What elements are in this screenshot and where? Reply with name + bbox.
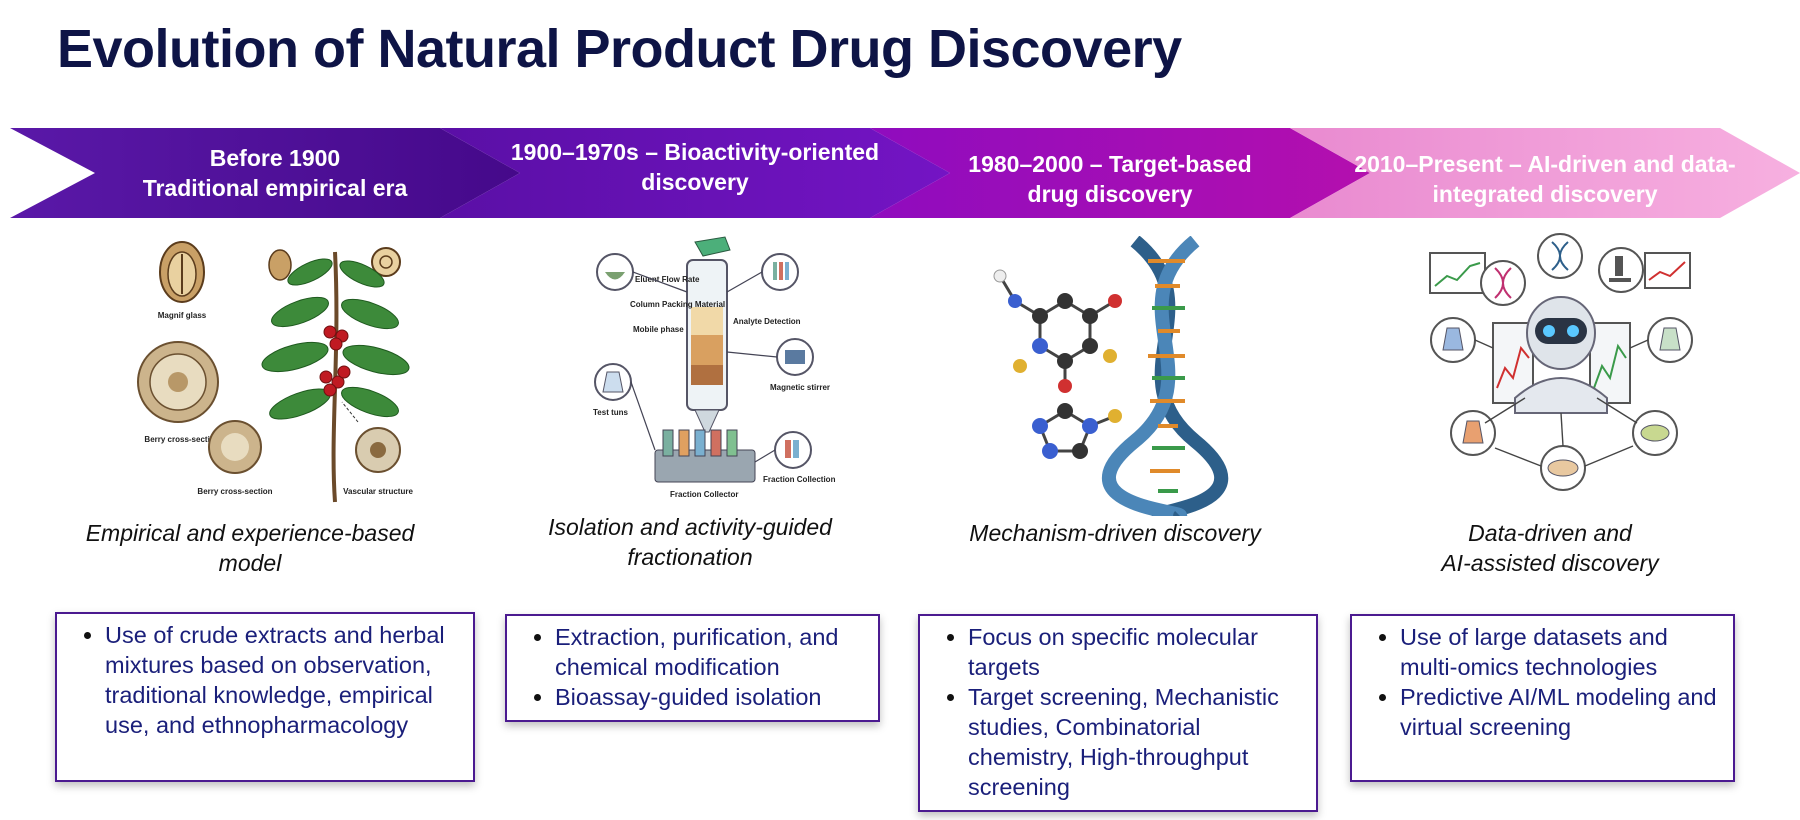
era-arrow-4 — [1290, 128, 1800, 218]
bullet-list-1: Use of crude extracts and herbal mixture… — [71, 620, 463, 740]
bullet-box-3: Focus on specific molecular targets Targ… — [918, 614, 1318, 812]
era-4-line-2: integrated discovery — [1432, 181, 1658, 207]
caption-2: Isolation and activity-guided fractionat… — [510, 512, 870, 572]
bullet-box-1: Use of crude extracts and herbal mixture… — [55, 612, 475, 782]
caption-4: Data-driven and AI-assisted discovery — [1370, 518, 1730, 578]
bullet-2-1: Extraction, purification, and chemical m… — [555, 622, 868, 682]
illus-label-magnif: Magnif glass — [158, 311, 207, 320]
ai-robot-network-icon — [1429, 233, 1693, 491]
bullet-3-1: Focus on specific molecular targets — [968, 622, 1306, 682]
era-1-line-1: Before 1900 — [209, 145, 341, 171]
caption-1-line-1: Empirical and experience-based — [85, 520, 415, 546]
illus-label-fraction-collection: Fraction Collection — [763, 475, 836, 484]
caption-3-line-1: Mechanism-driven discovery — [969, 520, 1261, 546]
molecule-dna-icon — [993, 236, 1229, 516]
timeline-arrows — [10, 128, 1800, 218]
bullet-2-2: Bioassay-guided isolation — [555, 682, 868, 712]
bullet-list-3: Focus on specific molecular targets Targ… — [934, 622, 1306, 802]
bullet-4-1: Use of large datasets and multi-omics te… — [1400, 622, 1723, 682]
era-label-2: 1900–1970s – Bioactivity-oriented discov… — [485, 122, 905, 212]
era-4-line-1: 2010–Present – AI-driven and data- — [1354, 151, 1736, 177]
bullet-box-2: Extraction, purification, and chemical m… — [505, 614, 880, 722]
illus-label-stirrer: Magnetic stirrer — [770, 383, 830, 392]
illus-label-fraction-collector: Fraction Collector — [670, 490, 738, 499]
caption-4-line-1: Data-driven and — [1468, 520, 1632, 546]
caption-1: Empirical and experience-based model — [70, 518, 430, 578]
caption-2-line-1: Isolation and activity-guided — [548, 514, 832, 540]
era-arrow-1 — [10, 128, 520, 218]
caption-4-line-2: AI-assisted discovery — [1441, 550, 1659, 576]
chromatography-apparatus-icon: Eluent Flow Rate Column Packing Material… — [593, 236, 836, 499]
era-label-1: Before 1900 Traditional empirical era — [95, 128, 455, 218]
coffee-plant-icon: Magnif glass Berry cross-section Berry c… — [137, 241, 413, 503]
bullet-list-4: Use of large datasets and multi-omics te… — [1366, 622, 1723, 742]
caption-3: Mechanism-driven discovery — [930, 518, 1300, 548]
era-arrow-2 — [440, 128, 950, 218]
era-label-4: 2010–Present – AI-driven and data- integ… — [1330, 134, 1760, 224]
era-label-3: 1980–2000 – Target-based drug discovery — [935, 134, 1285, 224]
illus-label-analyte: Analyte Detection — [733, 317, 801, 326]
era-2-line-2: discovery — [641, 169, 749, 195]
bullet-box-4: Use of large datasets and multi-omics te… — [1350, 614, 1735, 782]
era-arrow-3 — [870, 128, 1370, 218]
caption-1-line-2: model — [218, 550, 282, 576]
bullet-3-2: Target screening, Mechanistic studies, C… — [968, 682, 1306, 802]
era-1-line-2: Traditional empirical era — [142, 175, 408, 201]
bullet-4-2: Predictive AI/ML modeling and virtual sc… — [1400, 682, 1723, 742]
era-3-line-1: 1980–2000 – Target-based — [968, 151, 1252, 177]
bullet-1-1: Use of crude extracts and herbal mixture… — [105, 620, 463, 740]
era-2-line-1: 1900–1970s – Bioactivity-oriented — [510, 139, 880, 165]
illus-label-berry-2: Berry cross-section — [197, 487, 272, 496]
era-3-line-2: drug discovery — [1027, 181, 1193, 207]
illus-label-mobile: Mobile phase — [633, 325, 684, 334]
illus-label-vascular: Vascular structure — [343, 487, 413, 496]
illus-label-berry-1: Berry cross-section — [144, 435, 219, 444]
illus-label-column: Column Packing Material — [630, 300, 725, 309]
illus-label-testtuns: Test tuns — [593, 408, 629, 417]
caption-2-line-2: fractionation — [627, 544, 753, 570]
illus-label-eluent: Eluent Flow Rate — [635, 275, 700, 284]
page-title: Evolution of Natural Product Drug Discov… — [57, 19, 1182, 79]
bullet-list-2: Extraction, purification, and chemical m… — [521, 622, 868, 712]
